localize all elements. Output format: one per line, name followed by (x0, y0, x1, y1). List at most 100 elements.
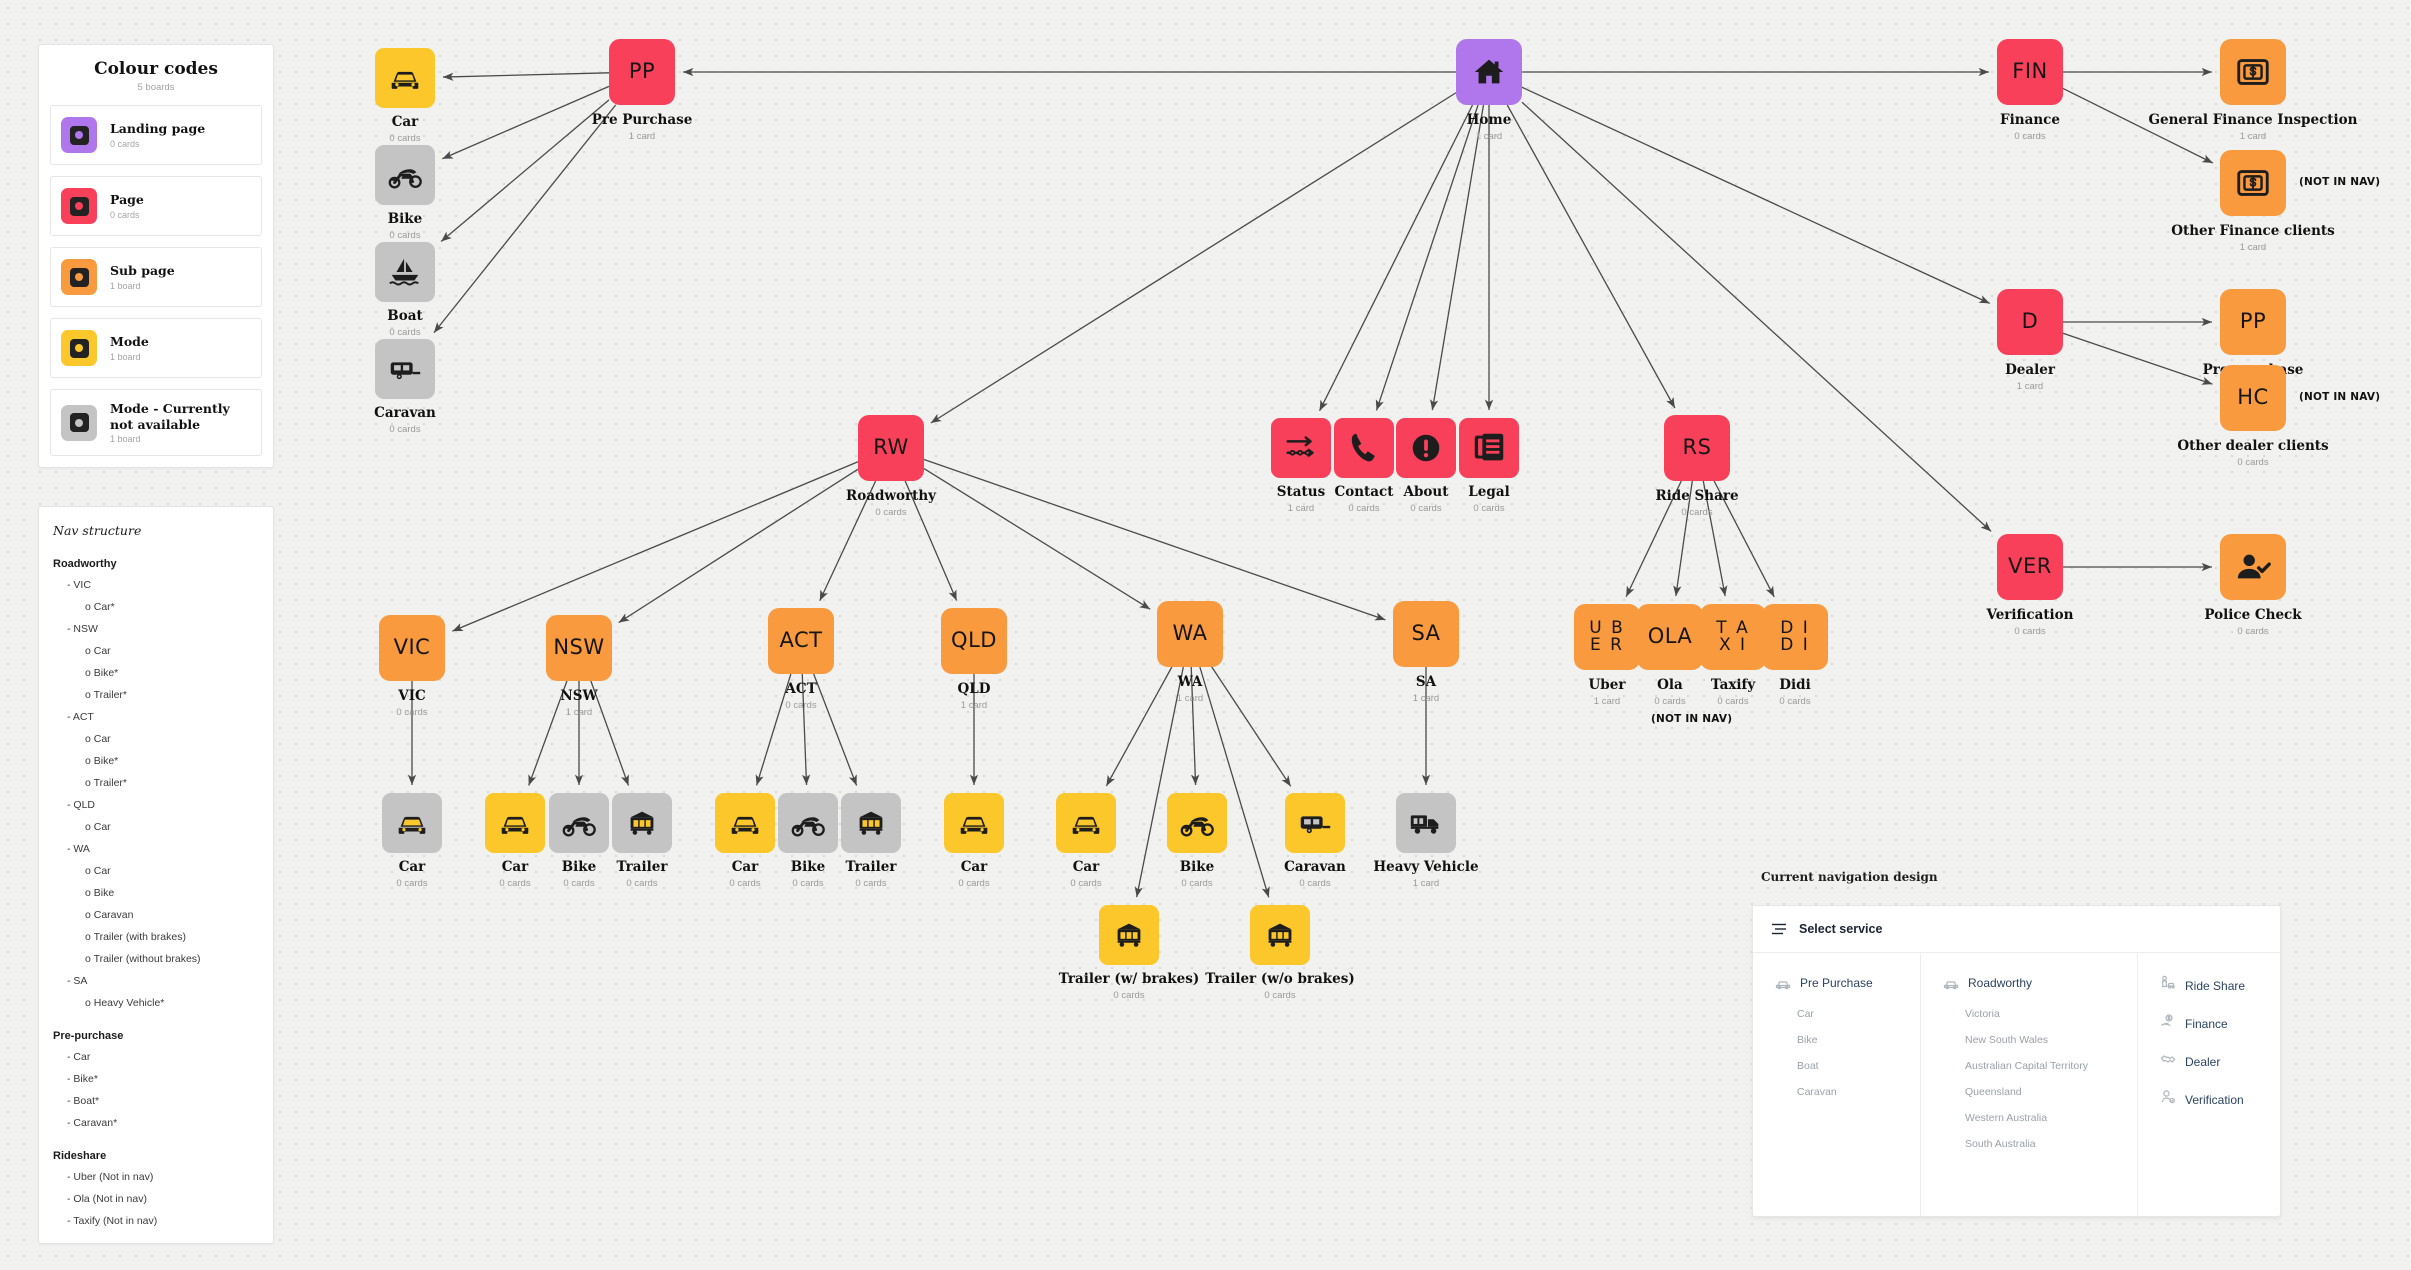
nav-mock-item[interactable]: Bike (1797, 1034, 1818, 1046)
node-tile[interactable] (1334, 418, 1394, 478)
node-tile[interactable] (841, 793, 901, 853)
node-tile[interactable] (375, 242, 435, 302)
node-tile[interactable] (612, 793, 672, 853)
node-tile[interactable]: PP (2220, 289, 2286, 355)
node-tile[interactable]: SA (1393, 601, 1459, 667)
rideshare-not-in-nav-badge: (NOT IN NAV) (1651, 713, 1733, 725)
node-tile[interactable] (1056, 793, 1116, 853)
node-tile[interactable] (375, 339, 435, 399)
node-tile[interactable] (375, 48, 435, 108)
node-tile[interactable] (944, 793, 1004, 853)
node-abbreviation: NSW (553, 635, 605, 660)
node-abbreviation: FIN (2012, 59, 2048, 84)
nav-mock-link[interactable]: Ride Share (2160, 975, 2262, 996)
node-title: Car (391, 114, 419, 130)
node-tile[interactable]: FIN (1997, 39, 2063, 105)
nav-mock-item[interactable]: Caravan (1797, 1086, 1837, 1098)
nav-structure-entry: o Trailer* (85, 777, 128, 789)
nav-structure-entry: - Car (67, 1051, 91, 1063)
node-tile[interactable] (1271, 418, 1331, 478)
node-tile[interactable] (2220, 39, 2286, 105)
node-abbreviation: PP (628, 59, 656, 84)
node-tile[interactable] (2220, 150, 2286, 216)
nav-mock-item[interactable]: Car (1797, 1008, 1814, 1020)
node-tile[interactable] (1396, 418, 1456, 478)
nav-mock-category-label: Roadworthy (1968, 976, 2033, 990)
node-tile[interactable] (382, 793, 442, 853)
money-icon (2234, 164, 2272, 202)
node-tile[interactable]: VER (1997, 534, 2063, 600)
node-card-count: 0 cards (1654, 696, 1686, 708)
node-title: Status (1276, 484, 1326, 500)
nav-mock-item[interactable]: Victoria (1965, 1008, 2000, 1020)
node-tile[interactable] (1099, 905, 1159, 965)
node-tile[interactable]: ACT (768, 608, 834, 674)
nav-mock-item[interactable]: Australian Capital Territory (1965, 1060, 2088, 1072)
nav-mock-item[interactable]: Queensland (1965, 1086, 2022, 1098)
nav-mock-header[interactable]: Select service (1753, 906, 2280, 953)
nav-mock-item[interactable]: New South Wales (1965, 1034, 2049, 1046)
node-card-count: 0 cards (2237, 457, 2269, 469)
node-tile[interactable] (375, 145, 435, 205)
node-tile[interactable]: WA (1157, 601, 1223, 667)
nav-structure-entry: o Trailer (without brakes) (85, 953, 201, 965)
node-title: Car (398, 859, 426, 875)
node-tile[interactable] (1167, 793, 1227, 853)
node-tile[interactable] (549, 793, 609, 853)
swatch-glyph (69, 413, 89, 433)
nav-mock-item[interactable]: Boat (1797, 1060, 1819, 1072)
node-tile[interactable] (485, 793, 545, 853)
node-tile[interactable]: RS (1664, 415, 1730, 481)
node-tile[interactable] (1459, 418, 1519, 478)
node-title: Bike (1179, 859, 1215, 875)
node-card-count: 0 cards (1717, 696, 1749, 708)
node-card-count: 1 card (1412, 878, 1440, 890)
node-caption: Trailer (w/ brakes)0 cards (1019, 971, 1239, 1001)
node-card-count: 0 cards (958, 878, 990, 890)
node-card-count: 1 card (2016, 381, 2044, 393)
node-tile[interactable]: RW (858, 415, 924, 481)
nav-mock-link[interactable]: Finance (2160, 1013, 2262, 1034)
node-tile[interactable]: D (1997, 289, 2063, 355)
nav-mock-category-roadworthy[interactable]: Roadworthy (1943, 975, 2119, 991)
node-card-count: 0 cards (875, 507, 907, 519)
node-tile[interactable] (715, 793, 775, 853)
nav-mock-category-pre-purchase[interactable]: Pre Purchase (1775, 975, 1902, 991)
node-tile[interactable]: HC (2220, 365, 2286, 431)
nav-mock-item[interactable]: South Australia (1965, 1138, 2036, 1150)
node-tile[interactable]: OLA (1637, 604, 1703, 670)
node-tile[interactable] (1250, 905, 1310, 965)
nav-mock-item[interactable]: Western Australia (1965, 1112, 2048, 1124)
nav-structure-entry: o Car (85, 733, 111, 745)
node-tile[interactable]: NSW (546, 615, 612, 681)
nav-mock-link[interactable]: Dealer (2160, 1051, 2262, 1072)
nav-mock-link[interactable]: Verification (2160, 1089, 2262, 1110)
node-title: Legal (1468, 484, 1510, 500)
verification-icon (2160, 1089, 2176, 1110)
node-tile[interactable] (1396, 793, 1456, 853)
node-tile[interactable]: PP (609, 39, 675, 105)
panel-title: Colour codes (94, 59, 218, 79)
node-caption: Trailer (w/o brakes)0 cards (1170, 971, 1390, 1001)
node-tile[interactable]: QLD (941, 608, 1007, 674)
node-tile[interactable] (778, 793, 838, 853)
node-tile[interactable]: VIC (379, 615, 445, 681)
node-tile[interactable] (2220, 534, 2286, 600)
node-card-count: 0 cards (626, 878, 658, 890)
node-tile[interactable] (1456, 39, 1522, 105)
node-tile[interactable] (1285, 793, 1345, 853)
node-title: Verification (1986, 607, 2074, 623)
